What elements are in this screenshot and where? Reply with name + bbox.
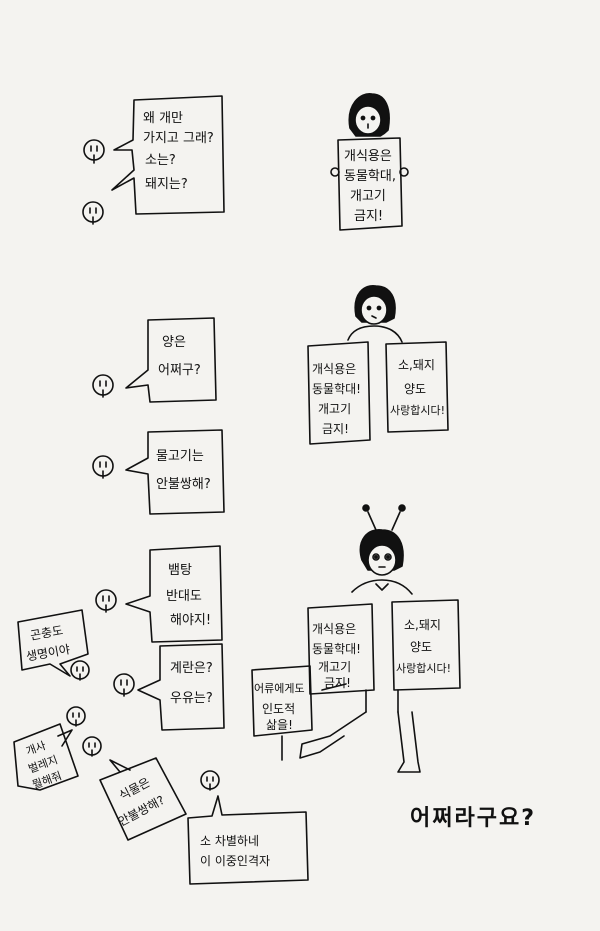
bubble-9-line-2: 이 이중인격자 <box>200 854 271 868</box>
caption: 어쩌라구요? <box>410 806 536 831</box>
protest-sign-3 <box>385 341 449 433</box>
bubble-4-line-1: 뱀탕 <box>168 563 192 578</box>
speech-bubble-7 <box>13 723 79 791</box>
sign-3-line-3: 사랑합시다! <box>390 404 446 417</box>
sign-4-line-2: 동물학대! <box>312 642 361 656</box>
face-icon <box>92 374 114 398</box>
sign-3-line-2: 양도 <box>404 382 427 396</box>
speech-bubble-2 <box>125 317 217 403</box>
sign-1-line-2: 동물학대, <box>344 169 396 184</box>
sign-6-line-1: 어류에게도 <box>254 682 305 695</box>
bubble-3-line-1: 물고기는 <box>156 449 204 464</box>
sign-6-line-3: 삶을! <box>266 718 293 732</box>
bubble-2-line-2: 어쩌구? <box>158 363 201 378</box>
bubble-1-line-3: 소는? <box>145 153 176 168</box>
protester-figure <box>348 93 390 137</box>
sign-4-line-1: 개식용은 <box>312 622 357 636</box>
sign-5-line-2: 양도 <box>410 640 433 654</box>
protester-figure <box>347 285 403 343</box>
speech-bubble-6 <box>137 643 225 731</box>
face-icon <box>83 139 105 164</box>
face-icon <box>113 673 135 697</box>
sign-4-line-3: 개고기 <box>318 660 352 674</box>
bubble-2-line-1: 양은 <box>162 335 186 350</box>
protest-sign-6 <box>251 665 313 737</box>
bubble-6-line-2: 우유는? <box>170 691 213 706</box>
sign-5-line-1: 소,돼지 <box>404 618 441 632</box>
sign-2-line-2: 동물학대! <box>312 382 361 396</box>
sign-2-line-3: 개고기 <box>318 402 352 416</box>
speech-bubble-1 <box>111 95 225 215</box>
face-icon <box>82 736 102 757</box>
protester-figure <box>299 504 421 773</box>
speech-bubble-8 <box>99 757 187 841</box>
speech-bubble-5 <box>17 609 89 677</box>
face-icon <box>200 770 220 791</box>
speech-bubble-4 <box>125 545 223 643</box>
sign-3-line-1: 소,돼지 <box>398 358 435 372</box>
bubble-4-line-2: 반대도 <box>166 589 202 604</box>
face-icon <box>92 455 114 479</box>
bubble-9-line-1: 소 차별하네 <box>200 834 260 848</box>
speech-bubble-3 <box>125 429 225 515</box>
sign-2-line-1: 개식용은 <box>312 362 357 376</box>
bubble-6-line-1: 계란은? <box>170 661 213 676</box>
face-icon <box>70 660 90 681</box>
bubble-3-line-2: 안불쌍해? <box>156 477 211 492</box>
sign-1-line-4: 금지! <box>354 209 384 224</box>
protest-sign-1 <box>337 137 403 231</box>
bubble-1-line-1: 왜 개만 <box>143 111 184 126</box>
bubble-4-line-3: 해야지! <box>170 613 212 628</box>
sign-6-line-2: 인도적 <box>262 702 296 716</box>
protest-sign-5 <box>391 599 461 691</box>
sign-1-line-1: 개식용은 <box>344 149 392 164</box>
face-icon <box>95 589 117 613</box>
sign-4-line-4: 금지! <box>324 676 351 690</box>
sign-1-line-3: 개고기 <box>350 189 386 204</box>
bubble-1-line-2: 가지고 그래? <box>143 131 214 146</box>
face-icon <box>82 201 104 225</box>
speech-bubble-9 <box>187 795 309 885</box>
protest-sign-2 <box>307 341 371 445</box>
sign-2-line-4: 금지! <box>322 422 349 436</box>
bubble-1-line-4: 돼지는? <box>145 177 188 192</box>
sign-5-line-3: 사랑합시다! <box>396 662 452 675</box>
face-icon <box>66 706 86 727</box>
